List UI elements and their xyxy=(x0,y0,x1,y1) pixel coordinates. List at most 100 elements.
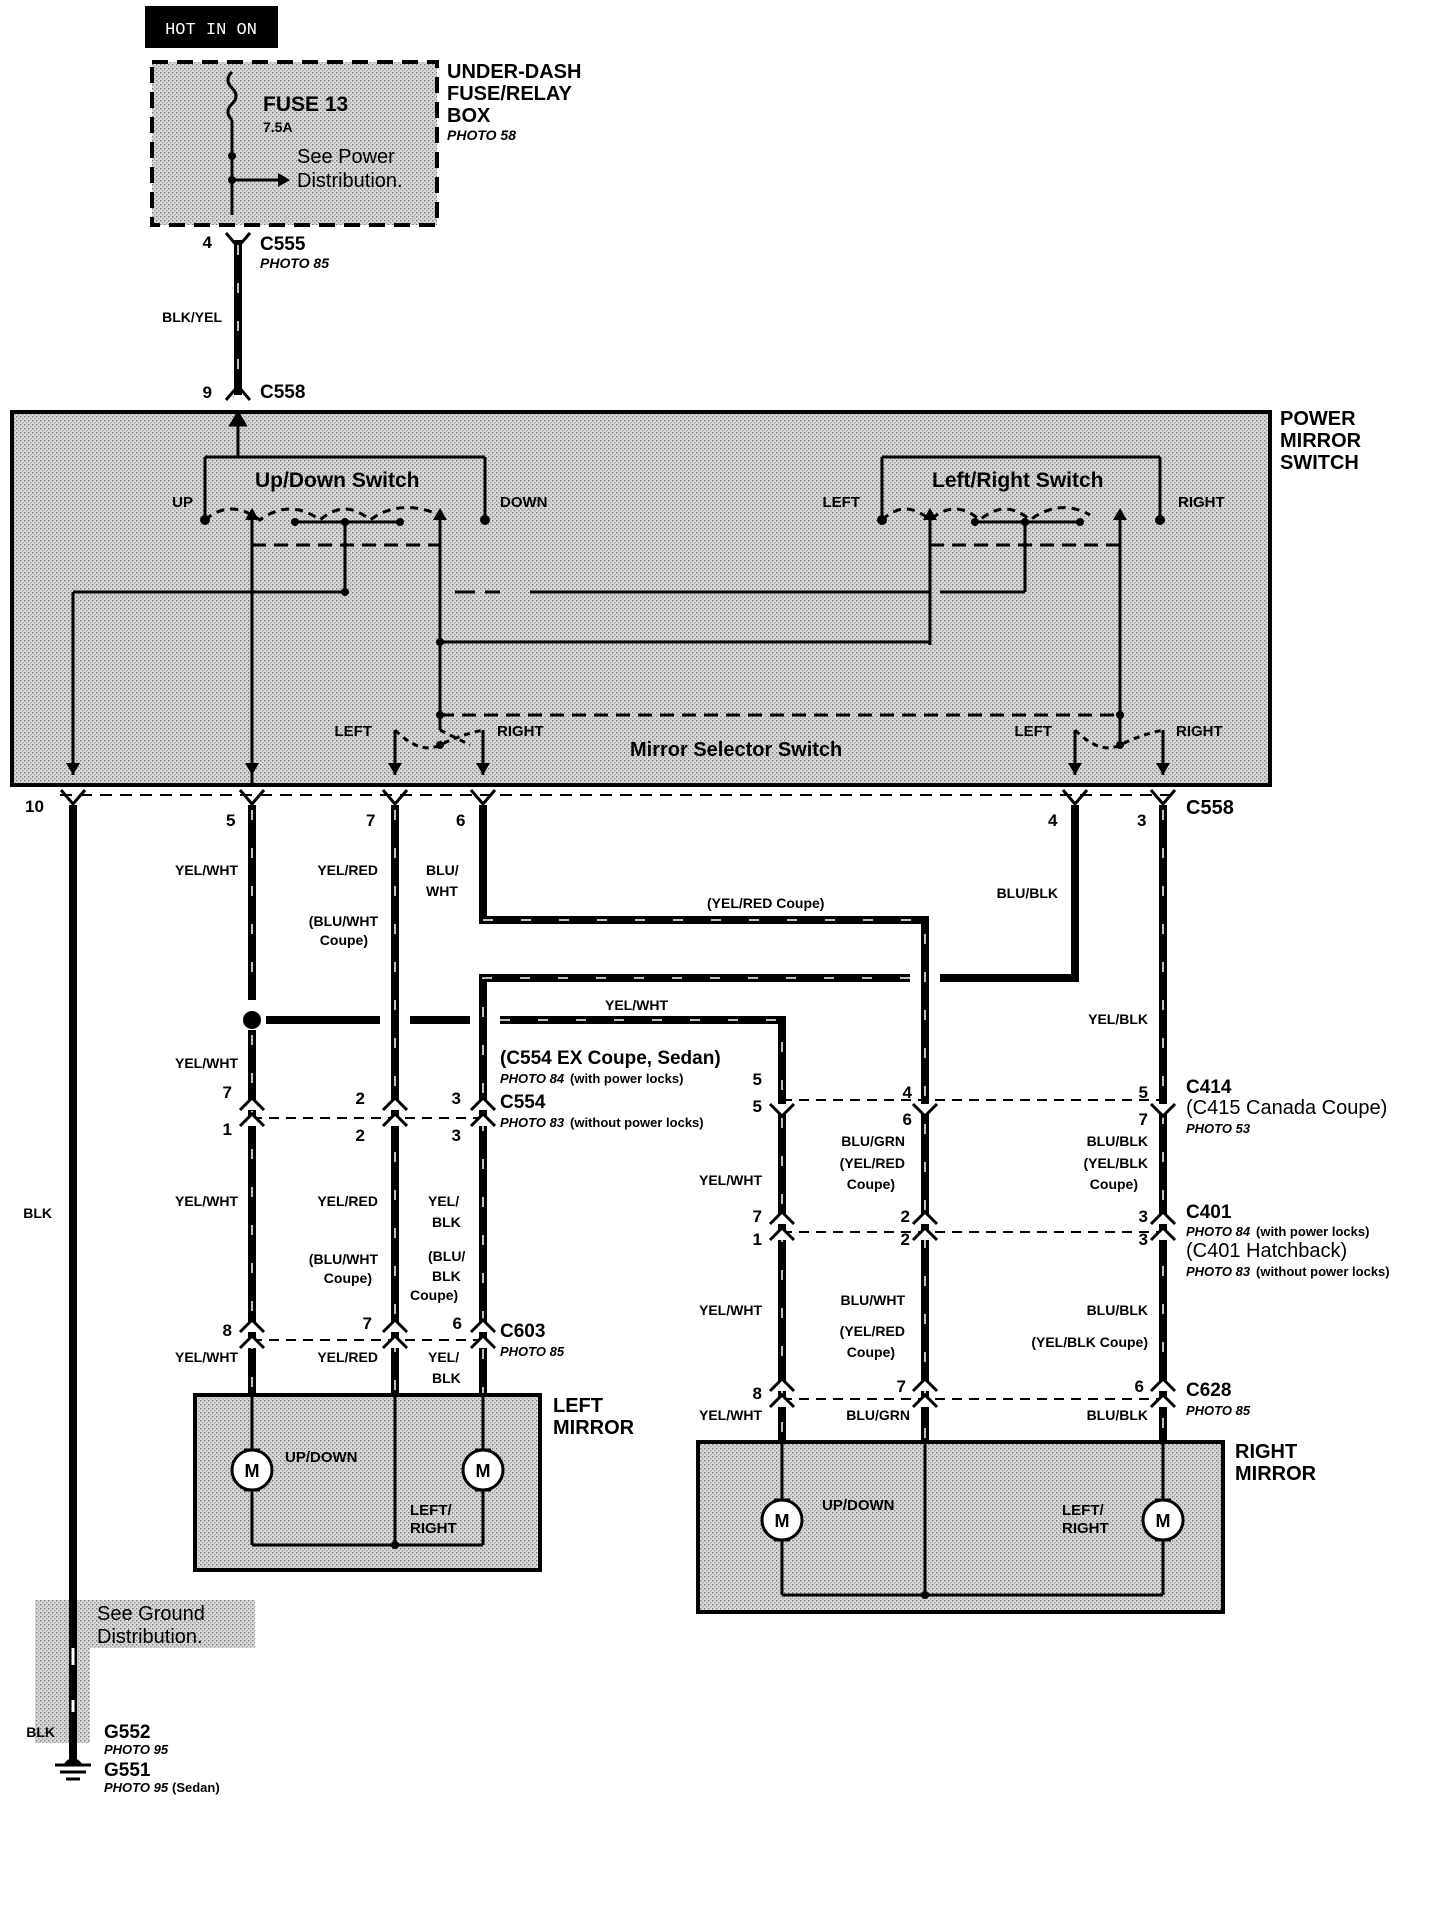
label-yel-blk-paren: (YEL/BLK xyxy=(1083,1155,1148,1171)
c603-pin-7: 7 xyxy=(363,1314,372,1333)
label-blk-1: BLK xyxy=(432,1214,461,1230)
left-leftright-label-1: LEFT/ xyxy=(410,1502,452,1519)
label-yel-blk-1: YEL/BLK xyxy=(1088,1011,1148,1027)
hot-badge-text: HOT IN ON xyxy=(165,21,257,40)
c554-photo: PHOTO 83 xyxy=(500,1115,565,1130)
label-yel-blk-coupe: (YEL/BLK Coupe) xyxy=(1031,1334,1148,1350)
selector-left-label-1: LEFT xyxy=(335,723,373,740)
selector-right-label-2: RIGHT xyxy=(1176,723,1223,740)
label-yel-wht-1: YEL/WHT xyxy=(175,862,238,878)
selector-left-label-2: LEFT xyxy=(1015,723,1053,740)
fuse-symbol xyxy=(226,70,238,122)
label-blu-blk-3: BLU/BLK xyxy=(1087,1302,1148,1318)
label-yel-red-3: YEL/RED xyxy=(317,1349,378,1365)
left-leftright-label-2: RIGHT xyxy=(410,1520,457,1537)
g551-name: G551 xyxy=(104,1760,151,1781)
left-motor-1-label: M xyxy=(245,1461,260,1481)
label-coupe-paren: Coupe) xyxy=(410,1287,458,1303)
c554-pin-7: 7 xyxy=(223,1083,232,1102)
left-leftright-motor-icon xyxy=(461,1448,505,1492)
label-blu-wht-coupe-4: Coupe) xyxy=(324,1270,372,1286)
c414-pin-4: 4 xyxy=(903,1083,913,1102)
c558-top-pin: 9 xyxy=(203,383,212,402)
right-leftright-label-1: LEFT/ xyxy=(1062,1502,1104,1519)
switch-title-3: SWITCH xyxy=(1280,452,1359,474)
c555-photo: PHOTO 85 xyxy=(260,255,329,271)
switch-right-label: RIGHT xyxy=(1178,494,1225,511)
c414-alt: (C415 Canada Coupe) xyxy=(1186,1097,1387,1119)
left-motor-2-label: M xyxy=(476,1461,491,1481)
c414-name: C414 xyxy=(1186,1077,1232,1098)
label-yel-wht-6: YEL/WHT xyxy=(699,1302,762,1318)
right-mirror-title-2: MIRROR xyxy=(1235,1463,1317,1485)
c558-pin-7: 7 xyxy=(366,811,375,830)
label-blu-blk-1: BLU/BLK xyxy=(997,885,1058,901)
c401-pin-2-top: 2 xyxy=(901,1207,910,1226)
switch-up-label: UP xyxy=(172,494,193,511)
left-mirror: M M UP/DOWN LEFT/ RIGHT LEFT MIRROR xyxy=(193,1393,635,1572)
label-yel-wht-2: YEL/WHT xyxy=(175,1055,238,1071)
hot-in-on-badge: HOT IN ON xyxy=(145,6,278,48)
label-blk-ground: BLK xyxy=(23,1205,52,1221)
label-blu-slash: BLU/ xyxy=(426,862,459,878)
splice-point xyxy=(243,1011,261,1029)
right-leftright-label-2: RIGHT xyxy=(1062,1520,1109,1537)
c558-top-name: C558 xyxy=(260,382,305,403)
label-coupe-paren-2: Coupe) xyxy=(847,1176,895,1192)
label-blu-wht-coupe-2: Coupe) xyxy=(320,932,368,948)
fuse-box-title-1: UNDER-DASH xyxy=(447,61,581,83)
c401-pin-7: 7 xyxy=(753,1207,762,1226)
c558-pin-4: 4 xyxy=(1048,811,1058,830)
switch-title-1: POWER xyxy=(1280,408,1356,430)
c555-pin: 4 xyxy=(203,233,213,252)
ground-wire-blk: BLK xyxy=(26,1724,55,1740)
label-blu-wht-coupe-3: (BLU/WHT xyxy=(309,1251,379,1267)
wire-stripes xyxy=(237,245,1164,1440)
c401-pin-1: 1 xyxy=(753,1230,762,1249)
c558-pin-3: 3 xyxy=(1137,811,1146,830)
label-blu-blk-2: BLU/BLK xyxy=(1087,1133,1148,1149)
c628-pin-7: 7 xyxy=(897,1377,906,1396)
leftright-switch-label: Left/Right Switch xyxy=(932,469,1104,492)
c414-pin-6: 6 xyxy=(903,1110,912,1129)
wire-blk-yel: 4 C555 PHOTO 85 BLK/YEL 9 C558 xyxy=(162,232,329,403)
fuse-rating: 7.5A xyxy=(263,119,293,135)
label-blk-2: BLK xyxy=(432,1370,461,1386)
c558-pin-10: 10 xyxy=(25,797,44,816)
g551-photo: PHOTO 95 xyxy=(104,1780,169,1795)
label-yel-red-2: YEL/RED xyxy=(317,1193,378,1209)
c401-alt-photo: PHOTO 83 xyxy=(1186,1264,1251,1279)
label-yel-wht-5: YEL/WHT xyxy=(699,1172,762,1188)
label-blu-wht-coupe-1: (BLU/WHT xyxy=(309,913,379,929)
c603-pin-8: 8 xyxy=(223,1321,232,1340)
label-yel-wht-cross: YEL/WHT xyxy=(605,997,668,1013)
c558-pin-6: 6 xyxy=(456,811,465,830)
right-updown-label: UP/DOWN xyxy=(822,1497,895,1514)
c401-pin-2-bottom: 2 xyxy=(901,1230,910,1249)
power-mirror-switch: POWER MIRROR SWITCH xyxy=(10,408,1362,787)
c628-pin-8: 8 xyxy=(753,1384,762,1403)
mirror-selector-label: Mirror Selector Switch xyxy=(630,739,842,761)
c401-name: C401 xyxy=(1186,1202,1232,1223)
c401-pin-3-bottom: 3 xyxy=(1139,1230,1148,1249)
label-yel-red-coupe: (YEL/RED Coupe) xyxy=(707,895,824,911)
left-mirror-title-1: LEFT xyxy=(553,1395,603,1417)
switch-left-label: LEFT xyxy=(823,494,861,511)
c401-photo-note: (with power locks) xyxy=(1256,1224,1369,1239)
c401-alt-photo-note: (without power locks) xyxy=(1256,1264,1390,1279)
label-blu-wht: BLU/WHT xyxy=(840,1292,905,1308)
c554-alt-photo: PHOTO 84 xyxy=(500,1071,565,1086)
fuse-box-photo: PHOTO 58 xyxy=(447,127,516,143)
see-power-line2: Distribution. xyxy=(297,170,403,192)
g552-name: G552 xyxy=(104,1722,150,1743)
left-updown-motor-icon xyxy=(230,1448,274,1492)
c628-name: C628 xyxy=(1186,1380,1231,1401)
label-blu-grn-1: BLU/GRN xyxy=(841,1133,905,1149)
right-leftright-motor-icon xyxy=(1141,1498,1185,1542)
wire-label-blk-yel: BLK/YEL xyxy=(162,309,222,325)
c554-pin-2-top: 2 xyxy=(356,1089,365,1108)
c554-alt-photo-note: (with power locks) xyxy=(570,1071,683,1086)
label-coupe-paren-4: Coupe) xyxy=(847,1344,895,1360)
fuse-box-title-3: BOX xyxy=(447,105,491,127)
selector-right-label-1: RIGHT xyxy=(497,723,544,740)
